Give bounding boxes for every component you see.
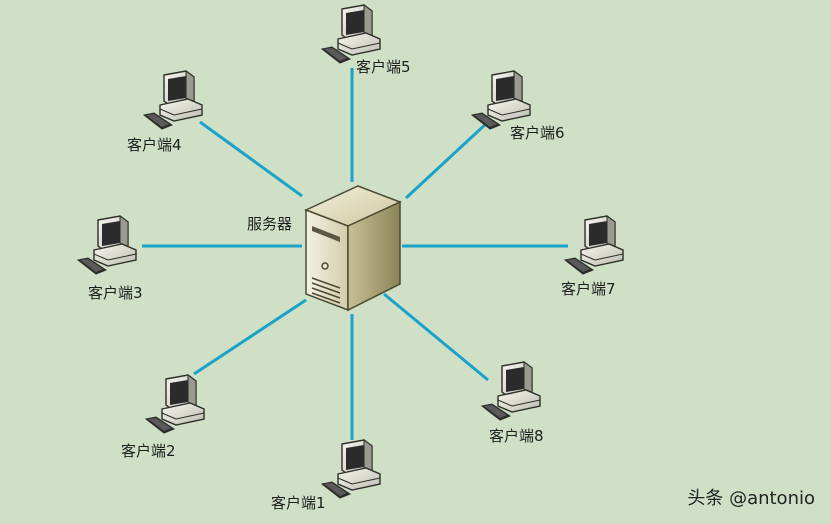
computer-icon xyxy=(564,215,624,275)
client-node-2 xyxy=(144,373,214,435)
server-node xyxy=(300,182,404,314)
client-node-3 xyxy=(76,214,146,276)
link-client-4 xyxy=(199,120,303,198)
link-client-2 xyxy=(193,298,307,376)
server-label: 服务器 xyxy=(247,215,293,233)
client-node-7 xyxy=(563,214,633,276)
client-label-8: 客户端8 xyxy=(489,427,544,445)
computer-icon xyxy=(321,439,381,499)
client-label-5: 客户端5 xyxy=(356,58,411,76)
client-label-1: 客户端1 xyxy=(271,494,326,512)
server-tower-icon xyxy=(304,185,402,312)
link-client-8 xyxy=(383,292,489,382)
client-label-6: 客户端6 xyxy=(510,124,565,142)
computer-icon xyxy=(77,215,137,275)
computer-icon xyxy=(145,374,205,434)
client-label-7: 客户端7 xyxy=(561,280,616,298)
watermark-text: 头条 @antonio xyxy=(687,488,815,509)
client-node-8 xyxy=(480,360,550,422)
client-label-3: 客户端3 xyxy=(88,284,143,302)
client-label-2: 客户端2 xyxy=(121,442,176,460)
client-label-4: 客户端4 xyxy=(127,136,182,154)
client-node-1 xyxy=(320,438,390,500)
computer-icon xyxy=(481,361,541,421)
client-node-4 xyxy=(142,69,212,131)
link-client-6 xyxy=(404,120,490,200)
computer-icon xyxy=(143,70,203,130)
